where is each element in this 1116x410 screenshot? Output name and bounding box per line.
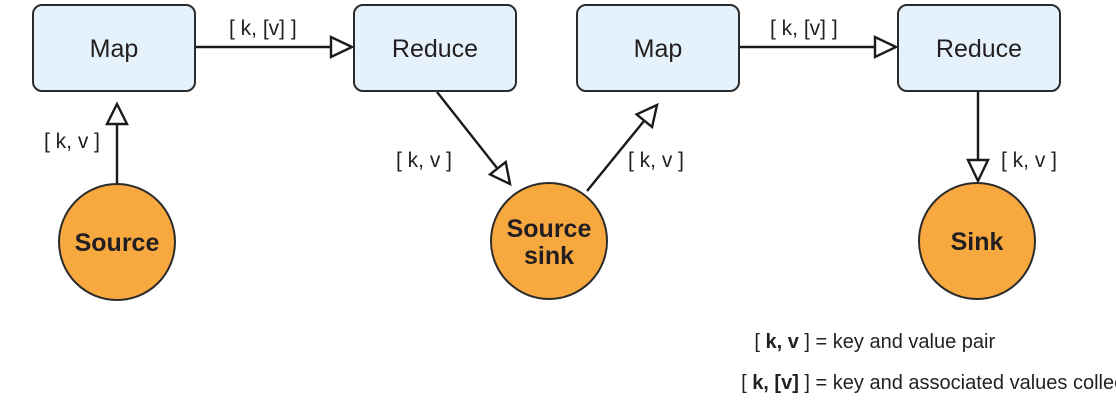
edge-label-map2-to-reduce2: [ k, [v] ] [770,17,838,40]
map-box-2-label: Map [634,35,683,63]
edge-label-reduce2-to-sink: [ k, v ] [1001,149,1057,172]
source-sink-label-line1: Source [507,215,592,243]
arrowhead-icon [487,159,512,187]
edge-label-source-to-map1: [ k, v ] [44,130,100,153]
map-box-1: Map [32,4,196,92]
reduce-box-2: Reduce [897,4,1061,92]
arrowhead-icon [873,35,899,59]
legend-pair-symbol: [ k, v ] [754,331,810,353]
edge-label-reduce1-to-source-sink: [ k, v ] [396,149,452,172]
arrowhead-icon [966,158,990,184]
arrowhead-icon [105,101,129,126]
arrowhead-icon [329,35,355,59]
legend-collection-description: = key and associated values collection [810,372,1116,394]
edge-source-sink-to-map2 [586,102,659,192]
edge-map2-to-reduce2 [740,35,899,59]
source-circle: Source [58,183,176,301]
arrowhead-icon [634,102,659,130]
reduce-box-1-label: Reduce [392,35,478,63]
edge-map1-to-reduce1 [196,35,355,59]
source-sink-label-line2: sink [524,242,574,270]
map-box-2: Map [576,4,740,92]
edge-label-map1-to-reduce1: [ k, [v] ] [229,17,297,40]
edge-reduce2-to-sink [966,92,990,184]
legend: [ k, v ] = key and value pair [ k, [v] ]… [741,331,1116,394]
source-circle-label: Source [75,229,160,257]
sink-circle: Sink [918,182,1036,300]
legend-pair-description: = key and value pair [810,331,995,353]
edge-label-source-sink-to-map2: [ k, v ] [628,149,684,172]
reduce-box-1: Reduce [353,4,517,92]
edge-source-to-map1 [105,101,129,188]
edge-reduce1-to-source-sink [436,91,512,187]
sink-circle-label: Sink [951,228,1004,256]
source-sink-circle: Source sink [490,182,608,300]
legend-collection-symbol: [ k, [v] ] [741,372,810,394]
reduce-box-2-label: Reduce [936,35,1022,63]
map-box-1-label: Map [90,35,139,63]
